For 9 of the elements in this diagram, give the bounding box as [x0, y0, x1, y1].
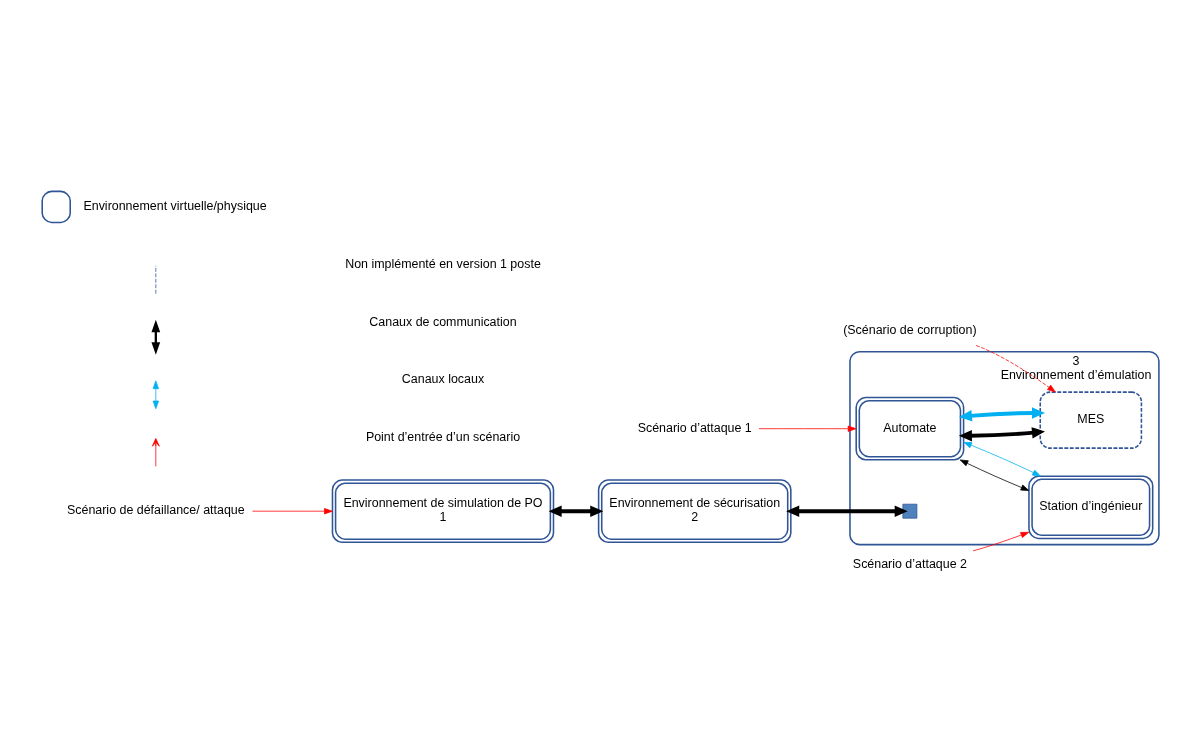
legend-label: Canaux de communication — [369, 314, 517, 329]
legend-label: Non implémenté en version 1 poste — [345, 257, 541, 272]
legend-label: Canaux locaux — [401, 372, 485, 387]
node-text: (Scénario de corruption) — [843, 323, 977, 338]
node-text: Scénario de défaillance/ attaque — [66, 503, 245, 518]
legend-label: Environnement virtuelle/physique — [83, 198, 267, 213]
legend-label: Point d’entrée d’un scénario — [365, 429, 521, 444]
node-text: Scénario d’attaque 1 — [637, 420, 752, 435]
node-text: Scénario d’attaque 2 — [852, 556, 967, 571]
